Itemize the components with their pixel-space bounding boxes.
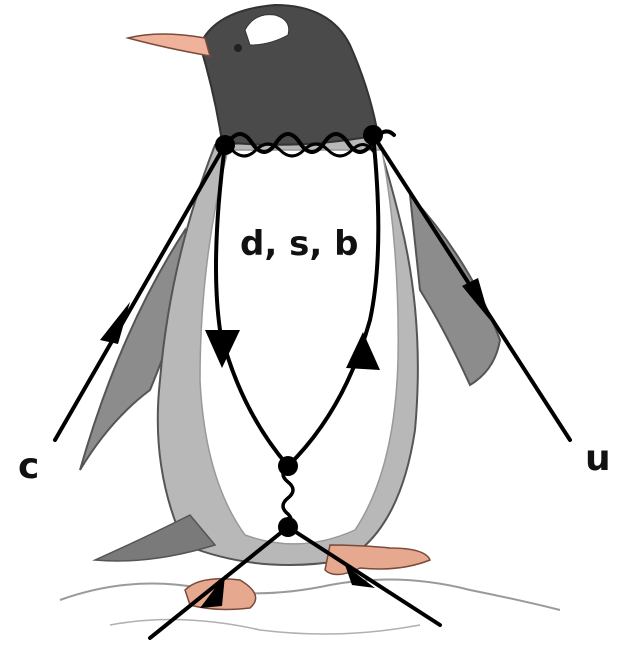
snow-outline-2 bbox=[109, 618, 421, 635]
head-white-patch bbox=[244, 14, 290, 46]
top-wavy-propagator-inner bbox=[230, 142, 376, 158]
bottom-left-line bbox=[148, 525, 290, 640]
feynman-lines bbox=[53, 129, 572, 640]
loop-left-line bbox=[214, 143, 290, 468]
arrow-bottom-right bbox=[345, 565, 375, 588]
beak bbox=[125, 33, 212, 57]
right-external-label: u bbox=[585, 438, 611, 479]
vertices bbox=[215, 125, 383, 537]
arrow-bottom-left bbox=[200, 575, 225, 608]
arrow-right-external bbox=[462, 278, 490, 320]
left-external-label: c bbox=[18, 446, 39, 487]
vertex-lower-upper bbox=[278, 456, 298, 476]
eye-icon bbox=[234, 44, 242, 52]
bottom-right-line bbox=[286, 525, 442, 627]
loop-right-line bbox=[286, 133, 381, 468]
right-flipper bbox=[408, 192, 502, 387]
penguin-illustration bbox=[59, 3, 561, 635]
arrowheads bbox=[100, 278, 490, 608]
arrow-loop-right bbox=[346, 332, 380, 370]
vertex-lower-bottom bbox=[278, 517, 298, 537]
penguin-belly bbox=[199, 149, 399, 545]
penguin-head bbox=[198, 3, 380, 146]
arrow-left-external bbox=[100, 302, 130, 344]
arrow-loop-left bbox=[205, 330, 240, 368]
loop-label: d, s, b bbox=[240, 224, 358, 264]
vertex-top-right bbox=[363, 125, 383, 145]
vertex-top-left bbox=[215, 135, 235, 155]
penguin-tail bbox=[92, 514, 217, 562]
left-external-line bbox=[53, 143, 227, 442]
snow-outline bbox=[59, 578, 561, 611]
